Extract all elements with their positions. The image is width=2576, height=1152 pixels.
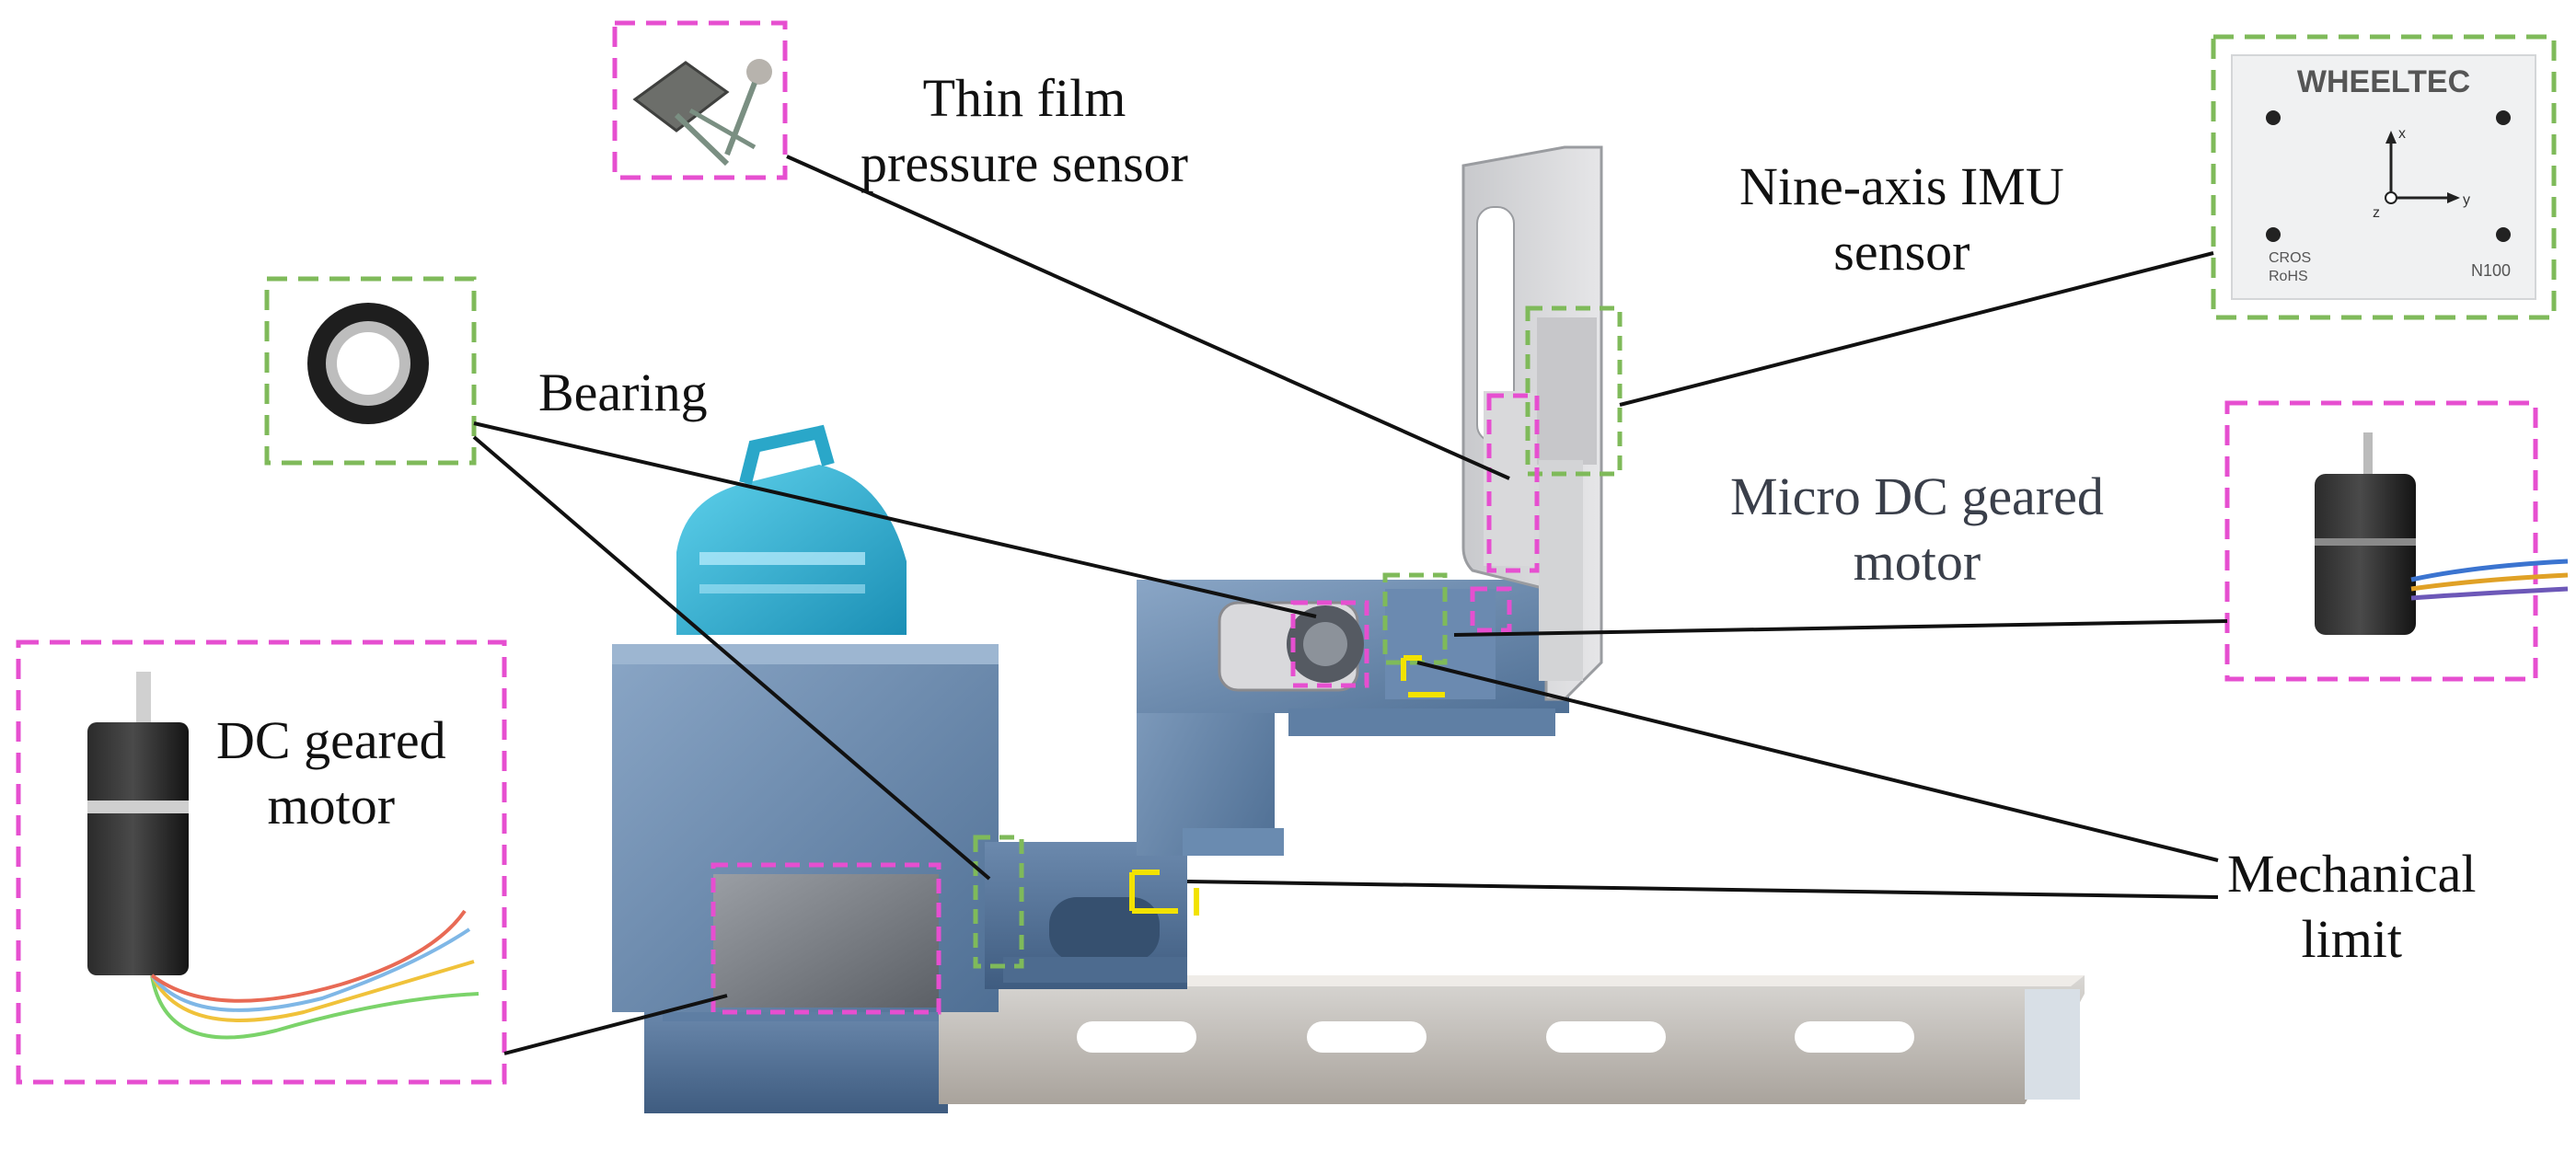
cyan-support-part — [676, 424, 907, 635]
label-imu-line1: Nine-axis IMU — [1739, 156, 2064, 216]
leader-thin-film — [786, 155, 1510, 480]
leader-dc-motor — [503, 994, 728, 1055]
leader-bearing-lower — [472, 435, 991, 881]
imu-brand-text: WHEELTEC — [2297, 64, 2470, 99]
label-nine-axis-imu-sensor: Nine-axis IMU sensor — [1739, 155, 2064, 285]
internal-markers — [710, 305, 1623, 1015]
leader-lines — [472, 155, 2228, 1055]
label-bearing: Bearing — [538, 361, 708, 426]
dc-motor-inset — [16, 639, 507, 1085]
label-micro-motor-line1: Micro DC geared — [1730, 467, 2104, 526]
thin-film-sensor-inset — [612, 20, 788, 180]
label-limit-line1: Mechanical — [2227, 844, 2477, 904]
imu-axis-x: x — [2398, 126, 2406, 142]
imu-sensor-inset: WHEELTEC x y z CROS RoHS N100 — [2211, 34, 2557, 320]
label-limit-line2: limit — [2301, 908, 2403, 969]
leader-bearing-upper — [473, 421, 1317, 618]
label-micro-motor-line2: motor — [1853, 531, 1981, 592]
leader-limit-upper — [1416, 661, 2219, 862]
leader-imu — [1619, 251, 2214, 407]
motor-housing — [713, 874, 939, 1008]
leader-micro-motor — [1453, 619, 2228, 637]
label-bearing-line1: Bearing — [538, 363, 708, 422]
label-thin-film-line1: Thin film — [922, 68, 1126, 128]
label-dc-motor-line1: DC geared — [216, 710, 446, 770]
label-thin-film-line2: pressure sensor — [861, 132, 1188, 193]
bearing-inset — [264, 276, 477, 466]
label-mechanical-limit: Mechanical limit — [2227, 842, 2477, 973]
leader-limit-lower — [1186, 880, 2219, 899]
micro-motor-inset — [2224, 400, 2569, 682]
imu-axis-z: z — [2373, 205, 2380, 221]
limit-markers — [1129, 655, 1445, 916]
label-thin-film-pressure-sensor: Thin film pressure sensor — [861, 66, 1188, 197]
label-dc-geared-motor: DC geared motor — [216, 708, 446, 839]
imu-model-text: N100 — [2471, 261, 2511, 280]
imu-axis-y: y — [2463, 192, 2470, 208]
imu-mark-2: RoHS — [2269, 269, 2308, 284]
steel-rail — [939, 975, 2085, 1104]
label-imu-line2: sensor — [1833, 221, 1970, 282]
imu-mark-1: CROS — [2269, 250, 2311, 266]
label-micro-dc-geared-motor: Micro DC geared motor — [1730, 465, 2104, 595]
label-dc-motor-line2: motor — [267, 775, 396, 835]
